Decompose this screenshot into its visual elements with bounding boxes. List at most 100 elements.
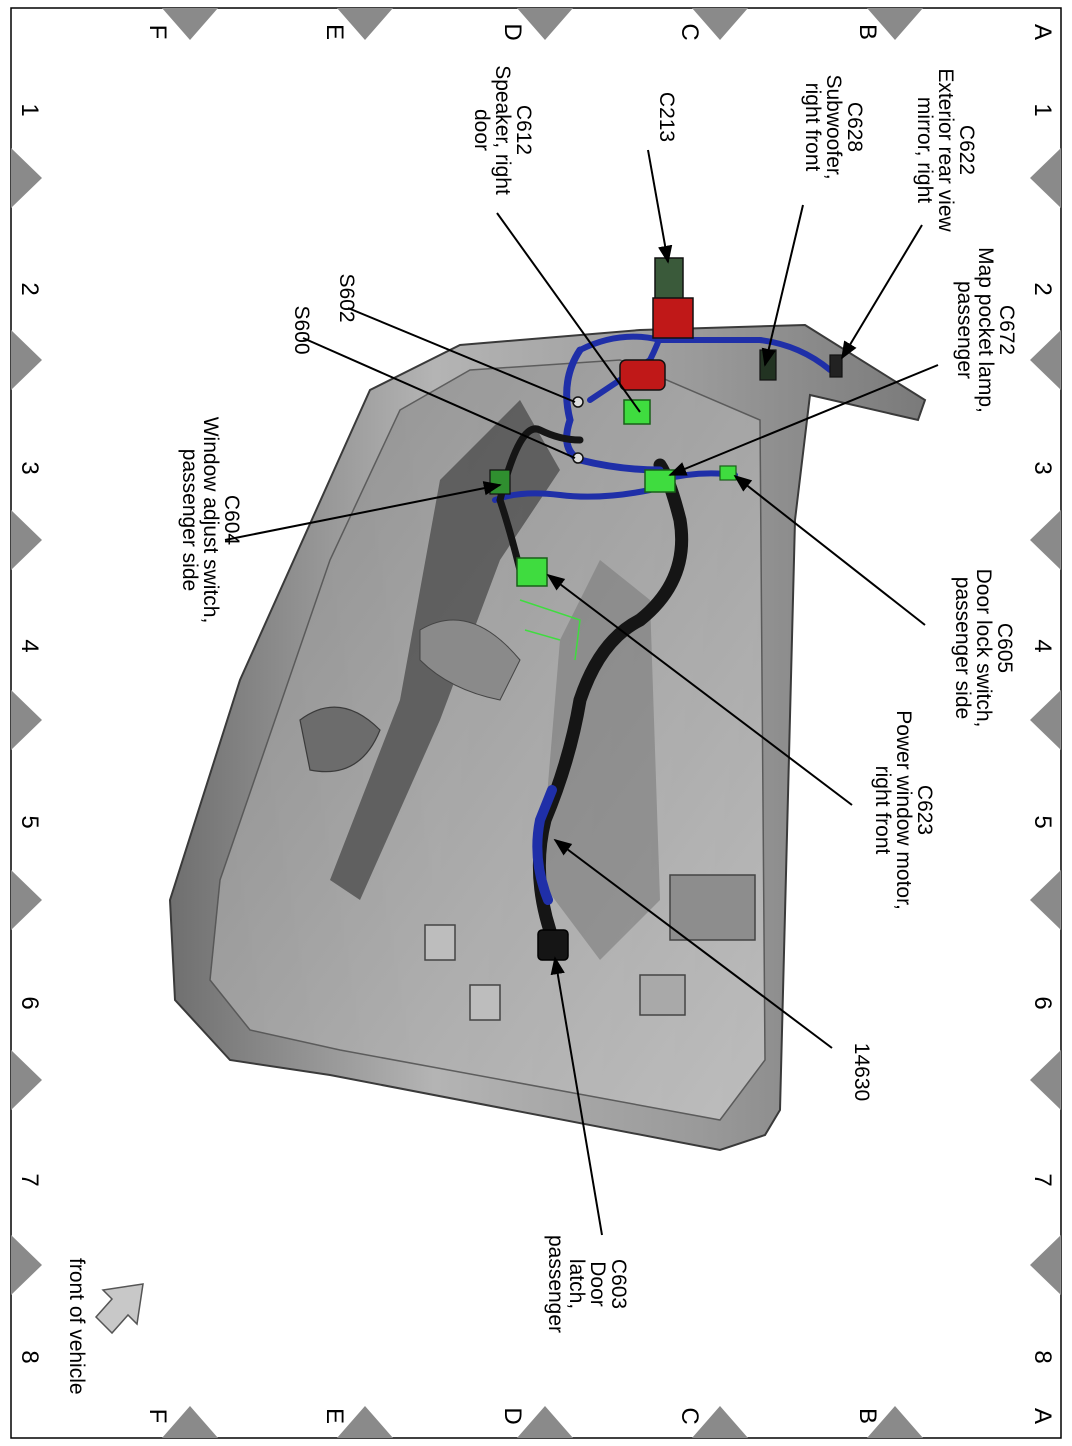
border-diamond-right	[1030, 1235, 1061, 1295]
callout-c605-line: Door lock switch,	[972, 569, 995, 728]
border-diamond-left	[11, 1050, 42, 1110]
callout-c604-line: C604	[220, 495, 243, 546]
grid-col-label-left: 5	[16, 815, 43, 828]
grid-col-label-left: 8	[16, 1350, 43, 1363]
grid-col-label-right: 6	[1029, 996, 1056, 1009]
grid-col-label-right: 5	[1029, 815, 1056, 828]
grid-row-label-bottom: D	[499, 1407, 526, 1424]
callout-c213: C213	[655, 92, 678, 142]
grid-col-label-right: 3	[1029, 461, 1056, 474]
callout-c605-line: passenger side	[951, 577, 974, 719]
leader-c605	[733, 474, 926, 626]
callout-c603: C603Doorlatch,passenger	[544, 1235, 630, 1333]
grid-row-label-top: C	[676, 23, 703, 40]
grid-col-label-left: 3	[16, 461, 43, 474]
border-diamond-right	[1030, 330, 1061, 390]
callout-c628-line: C628	[843, 102, 866, 152]
callout-c672-line: passenger	[953, 281, 976, 379]
callout-c628: C628Subwoofer,right front	[801, 74, 866, 179]
border-diamond-bottom	[517, 1406, 573, 1438]
border-diamond-top	[692, 8, 748, 40]
door-panel	[168, 323, 927, 1152]
leader-c623	[546, 573, 853, 806]
leader-c672	[668, 364, 939, 476]
border-diamond-left	[11, 148, 42, 208]
callout-c623-line: Power window motor,	[892, 710, 915, 910]
callout-c605: C605Door lock switch,passenger side	[951, 569, 1016, 728]
grid-row-label-bottom: E	[321, 1408, 348, 1424]
grid-col-label-left: 7	[16, 1173, 43, 1186]
callout-c622-line: C622	[955, 125, 978, 175]
wiring-harness-14630	[489, 257, 843, 961]
leader-c603	[550, 956, 603, 1236]
grid-col-label-left: 1	[16, 103, 43, 116]
border-diamond-left	[11, 870, 42, 930]
callout-labels: C622Exterior rear viewmirror, rightC628S…	[178, 65, 1018, 1333]
grid-col-label-right: 4	[1029, 639, 1056, 652]
callout-h14630: 14630	[850, 1043, 873, 1101]
callout-s600-line: S600	[290, 305, 313, 354]
grid-row-label-top: B	[854, 24, 881, 40]
callout-c612: C612Speaker, rightdoor	[470, 65, 535, 195]
front-of-vehicle-indicator: front of vehicle	[65, 1258, 144, 1395]
front-arrow-icon	[94, 1283, 144, 1335]
callout-c603-line: Door	[586, 1261, 609, 1307]
border-diamond-bottom	[162, 1406, 218, 1438]
border-diamonds	[11, 8, 1061, 1438]
callout-s602-line: S602	[335, 273, 358, 322]
border-diamond-top	[867, 8, 923, 40]
callout-c603-line: C603	[607, 1259, 630, 1309]
leader-lines	[224, 149, 939, 1236]
grid-col-label-right: 1	[1029, 103, 1056, 116]
callout-c623: C623Power window motor,right front	[871, 710, 936, 910]
border-diamond-left	[11, 690, 42, 750]
grid-row-label-top: D	[499, 23, 526, 40]
callout-c672-line: C672	[995, 305, 1018, 355]
callout-c612-line: Speaker, right	[491, 65, 514, 195]
grid-row-label-top: A	[1029, 24, 1056, 40]
leader-c604	[224, 481, 502, 541]
leader-c213	[647, 149, 673, 264]
border-diamond-right	[1030, 510, 1061, 570]
grid-row-label-bottom: C	[676, 1407, 703, 1424]
grid-col-label-left: 4	[16, 639, 43, 652]
callout-c612-line: door	[470, 109, 493, 151]
callout-c623-line: C623	[913, 785, 936, 835]
leader-s602	[347, 307, 576, 403]
callout-c622: C622Exterior rear viewmirror, right	[913, 68, 978, 232]
border-diamond-left	[11, 510, 42, 570]
front-of-vehicle-label: front of vehicle	[65, 1258, 88, 1395]
callout-h14630-line: 14630	[850, 1043, 873, 1101]
leader-s600	[302, 337, 576, 459]
grid-col-label-left: 2	[16, 282, 43, 295]
grid-col-label-right: 8	[1029, 1350, 1056, 1363]
grid-col-label-left: 6	[16, 996, 43, 1009]
border-diamond-top	[517, 8, 573, 40]
callout-c603-line: passenger	[544, 1235, 567, 1333]
callout-c604: C604Window adjust switch,passenger side	[178, 417, 243, 624]
leader-c628	[761, 204, 804, 367]
callout-c628-line: Subwoofer,	[822, 74, 845, 179]
border-diamond-bottom	[692, 1406, 748, 1438]
border-diamond-top	[337, 8, 393, 40]
callout-c604-line: Window adjust switch,	[199, 417, 222, 624]
callout-c605-line: C605	[993, 623, 1016, 673]
grid-row-label-top: F	[144, 25, 171, 40]
border-diamond-left	[11, 1235, 42, 1295]
grid-row-label-bottom: F	[144, 1409, 171, 1424]
grid-col-label-right: 7	[1029, 1173, 1056, 1186]
grid-row-label-bottom: B	[854, 1408, 881, 1424]
border-diamond-right	[1030, 870, 1061, 930]
callout-s600: S600	[290, 305, 313, 354]
callout-c672-line: Map pocket lamp,	[974, 247, 997, 413]
border-diamond-top	[162, 8, 218, 40]
leader-c612	[496, 212, 641, 413]
border-diamond-bottom	[337, 1406, 393, 1438]
callout-c604-line: passenger side	[178, 449, 201, 591]
leader-14630	[553, 838, 833, 1049]
grid-row-label-bottom: A	[1029, 1408, 1056, 1424]
border-diamond-right	[1030, 148, 1061, 208]
callout-c623-line: right front	[871, 766, 894, 855]
